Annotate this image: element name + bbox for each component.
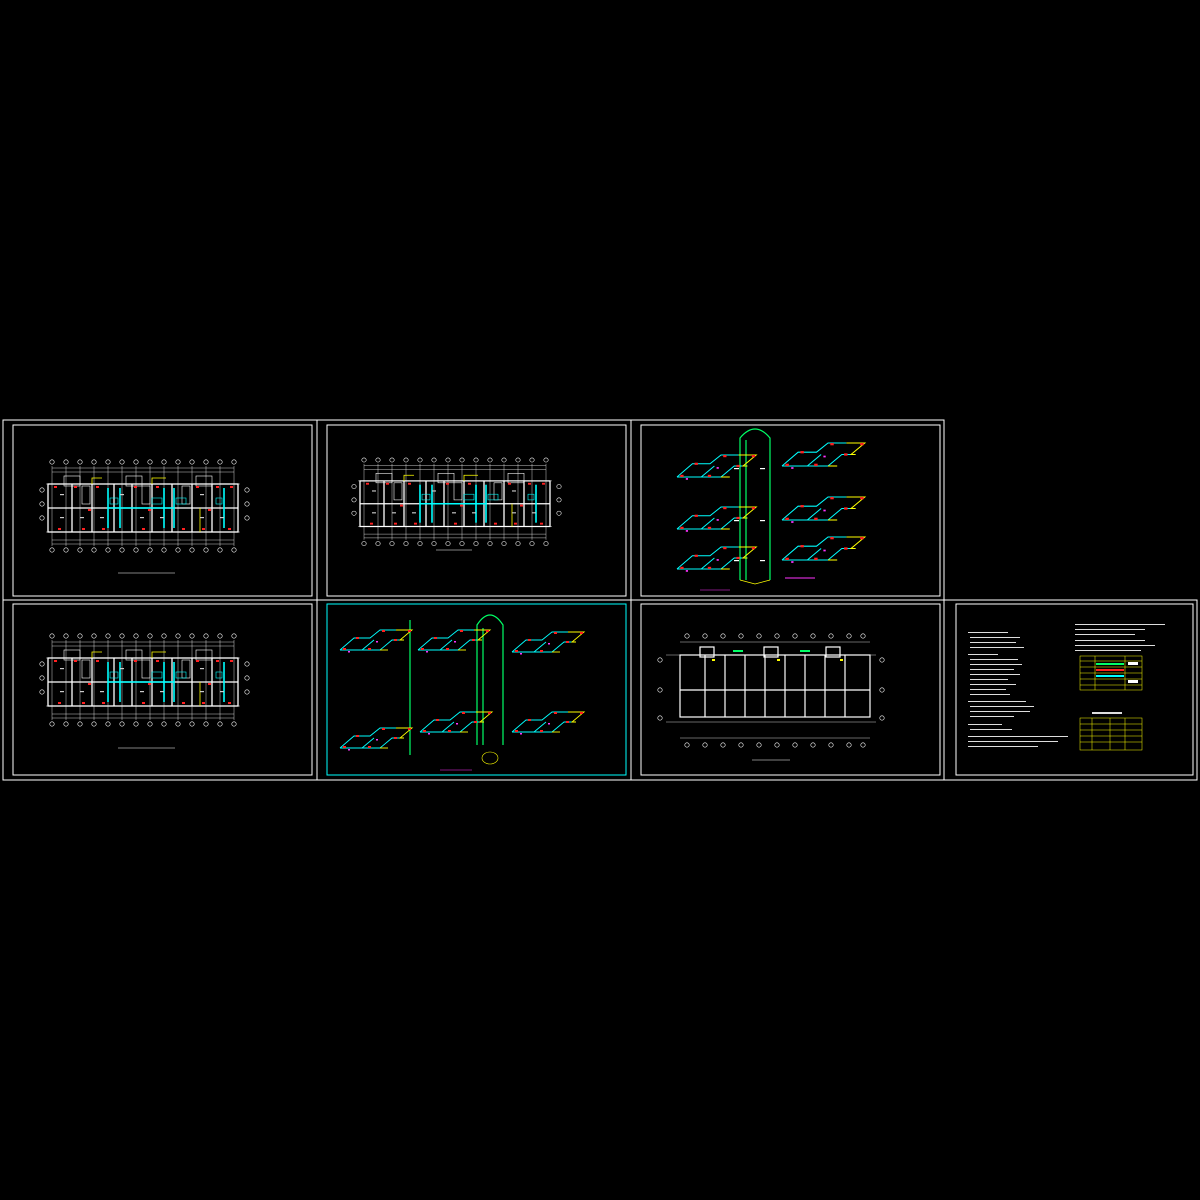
- legend-table-1: [1079, 655, 1143, 691]
- inner-frame-7: [955, 603, 1194, 776]
- sheet-frames: [2, 419, 1198, 781]
- legend-table-2: [1079, 717, 1143, 751]
- sheet-7-design-notes: [968, 624, 1165, 751]
- notes-text-lines: [968, 624, 1165, 747]
- inner-frame-6: [640, 603, 941, 776]
- outer-frame-notes: [943, 599, 1198, 781]
- inner-frame-3: [640, 424, 941, 597]
- riser-pipes: [409, 614, 504, 755]
- sheet-3-isometric: [676, 428, 866, 591]
- sheet-1-floor-plan: [38, 458, 250, 574]
- sheet-5-isometric: [339, 614, 585, 771]
- inner-frame-4: [12, 603, 313, 776]
- sheet-6-floor-plan: [657, 633, 885, 761]
- inner-frame-1: [12, 424, 313, 597]
- inner-frame-5: [326, 603, 627, 776]
- legend-table-2-title: [1092, 712, 1122, 714]
- riser-labels: [734, 468, 765, 562]
- inner-frame-2: [326, 424, 627, 597]
- sheet-4-floor-plan: [38, 632, 250, 749]
- sheet-2-floor-plan: [350, 457, 563, 551]
- legend-table-1-marks: [1096, 662, 1138, 683]
- inner-frames: [12, 424, 1194, 776]
